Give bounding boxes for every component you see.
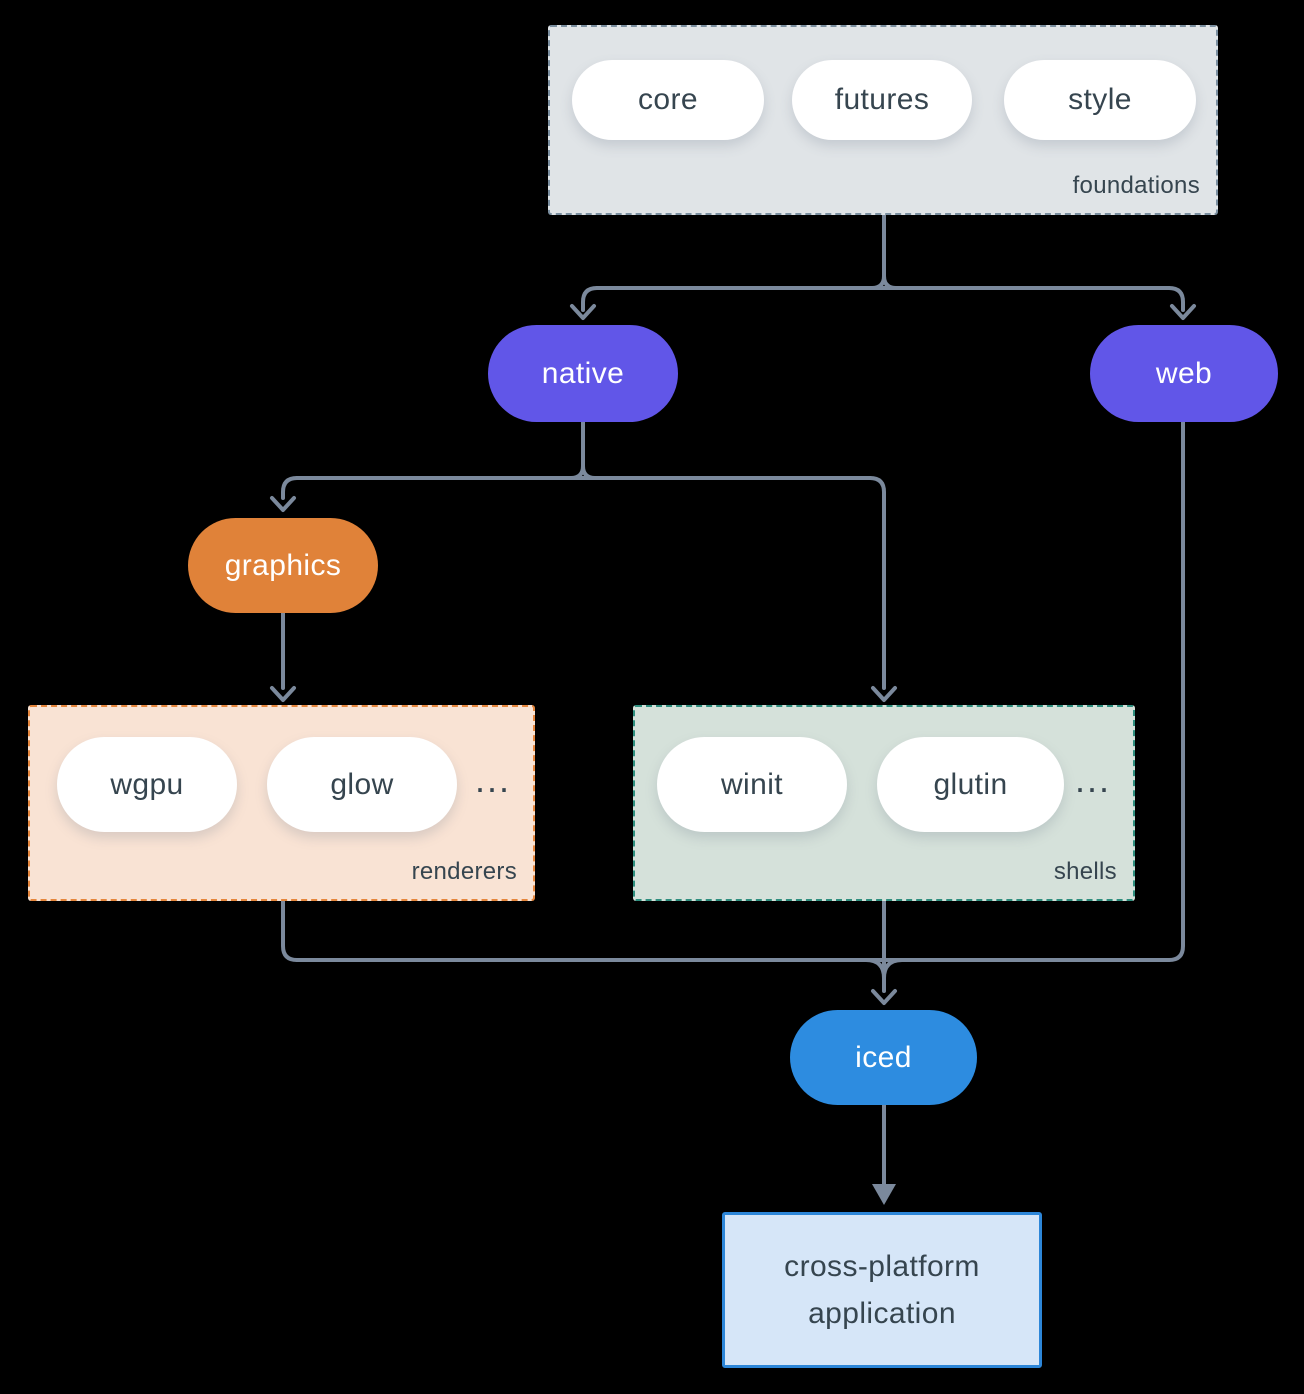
node-glutin: glutin	[877, 737, 1064, 832]
node-core-label: core	[638, 83, 698, 116]
edge-renderers-to-merge	[281, 899, 886, 980]
shells-group-box: winit glutin ... shells	[633, 705, 1135, 901]
node-web-label: web	[1155, 356, 1213, 390]
node-wgpu-label: wgpu	[110, 767, 184, 801]
node-glow-label: glow	[330, 767, 394, 801]
node-iced: iced	[790, 1010, 977, 1105]
edge-native-fork-left	[281, 420, 585, 500]
edge-foundations-fork-right	[882, 213, 1185, 312]
application-label-line2: application	[808, 1297, 956, 1330]
edge-native-fork-right	[581, 420, 886, 690]
node-native: native	[488, 325, 678, 422]
application-label-line1: cross-platform	[784, 1250, 980, 1283]
renderers-group-label: renderers	[411, 858, 517, 885]
node-graphics-label: graphics	[224, 548, 342, 582]
node-style-label: style	[1068, 83, 1132, 116]
node-graphics: graphics	[188, 518, 378, 613]
node-web: web	[1090, 325, 1278, 422]
shells-group-label: shells	[1053, 858, 1117, 885]
node-winit-label: winit	[720, 767, 783, 801]
edge-foundations-fork-left	[581, 213, 886, 312]
arrowhead-to-shells	[871, 686, 897, 702]
arrowhead-to-native	[570, 304, 596, 320]
renderers-ellipsis: ...	[474, 759, 511, 800]
node-wgpu: wgpu	[57, 737, 237, 832]
node-futures-label: futures	[834, 83, 930, 116]
node-futures: futures	[792, 60, 972, 140]
foundations-group-box: core futures style foundations	[548, 25, 1218, 215]
foundations-group-label: foundations	[1072, 172, 1200, 199]
node-core: core	[572, 60, 764, 140]
node-glow: glow	[267, 737, 457, 832]
node-cross-platform-application: cross-platform application	[722, 1212, 1042, 1368]
arrowhead-to-application	[872, 1184, 896, 1205]
node-style: style	[1004, 60, 1196, 140]
node-winit: winit	[657, 737, 847, 832]
node-native-label: native	[541, 356, 625, 390]
arrowhead-to-graphics	[270, 496, 296, 512]
arrowhead-to-web	[1170, 304, 1196, 320]
arrowhead-to-iced	[871, 989, 897, 1005]
node-glutin-label: glutin	[933, 767, 1008, 801]
node-iced-label: iced	[855, 1040, 912, 1074]
renderers-group-box: wgpu glow ... renderers	[28, 705, 535, 901]
arrowhead-to-renderers	[270, 686, 296, 702]
shells-ellipsis: ...	[1074, 759, 1111, 800]
